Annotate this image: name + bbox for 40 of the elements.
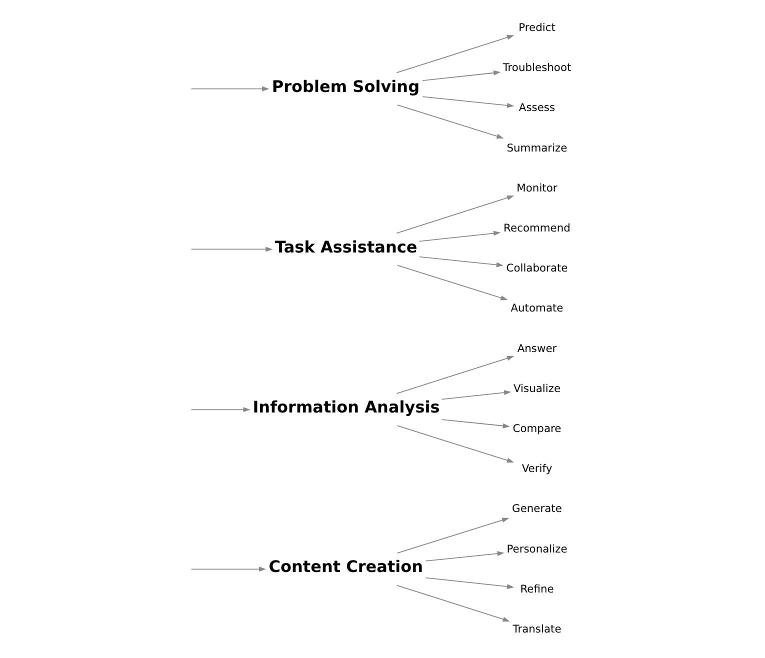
node-text: Collaborate [506,262,568,275]
node-text: Visualize [513,382,561,395]
arrow [425,577,514,590]
arrow [396,264,508,300]
arrow [396,425,514,463]
arrow [190,566,266,572]
arrow [422,96,514,108]
node-text: Refine [520,582,554,596]
arrow [425,551,504,562]
arrow [190,246,273,252]
node-text: Translate [512,622,562,636]
arrow [441,390,512,400]
arrow [396,584,510,622]
node-text: Personalize [506,542,568,556]
node-text: Predict [518,20,556,34]
arrow [418,256,504,268]
arrow [396,356,514,394]
node-text: Content Creation [268,557,424,576]
arrow [190,86,270,92]
node-text: Verify [522,462,552,476]
node-text: Compare [512,422,562,436]
arrow [396,195,514,234]
node-text: Recommend [504,222,570,234]
arrow [396,35,514,74]
node-text: Answer [517,342,557,355]
node-text: Troubleshoot [502,61,572,74]
node-text: Problem Solving [272,76,420,96]
arrow [396,518,510,554]
arrow [190,407,250,412]
arrow [422,70,501,81]
node-text: Information Analysis [252,398,440,417]
node-text: Monitor [516,181,558,194]
node-text: Generate [512,502,562,516]
node-text: Automate [510,302,564,315]
arrow [418,230,501,242]
arrow [441,419,510,428]
node-text: Assess [518,101,556,114]
arrow [396,104,504,139]
node-text: Summarize [506,141,568,154]
node-text: Task Assistance [274,237,418,256]
